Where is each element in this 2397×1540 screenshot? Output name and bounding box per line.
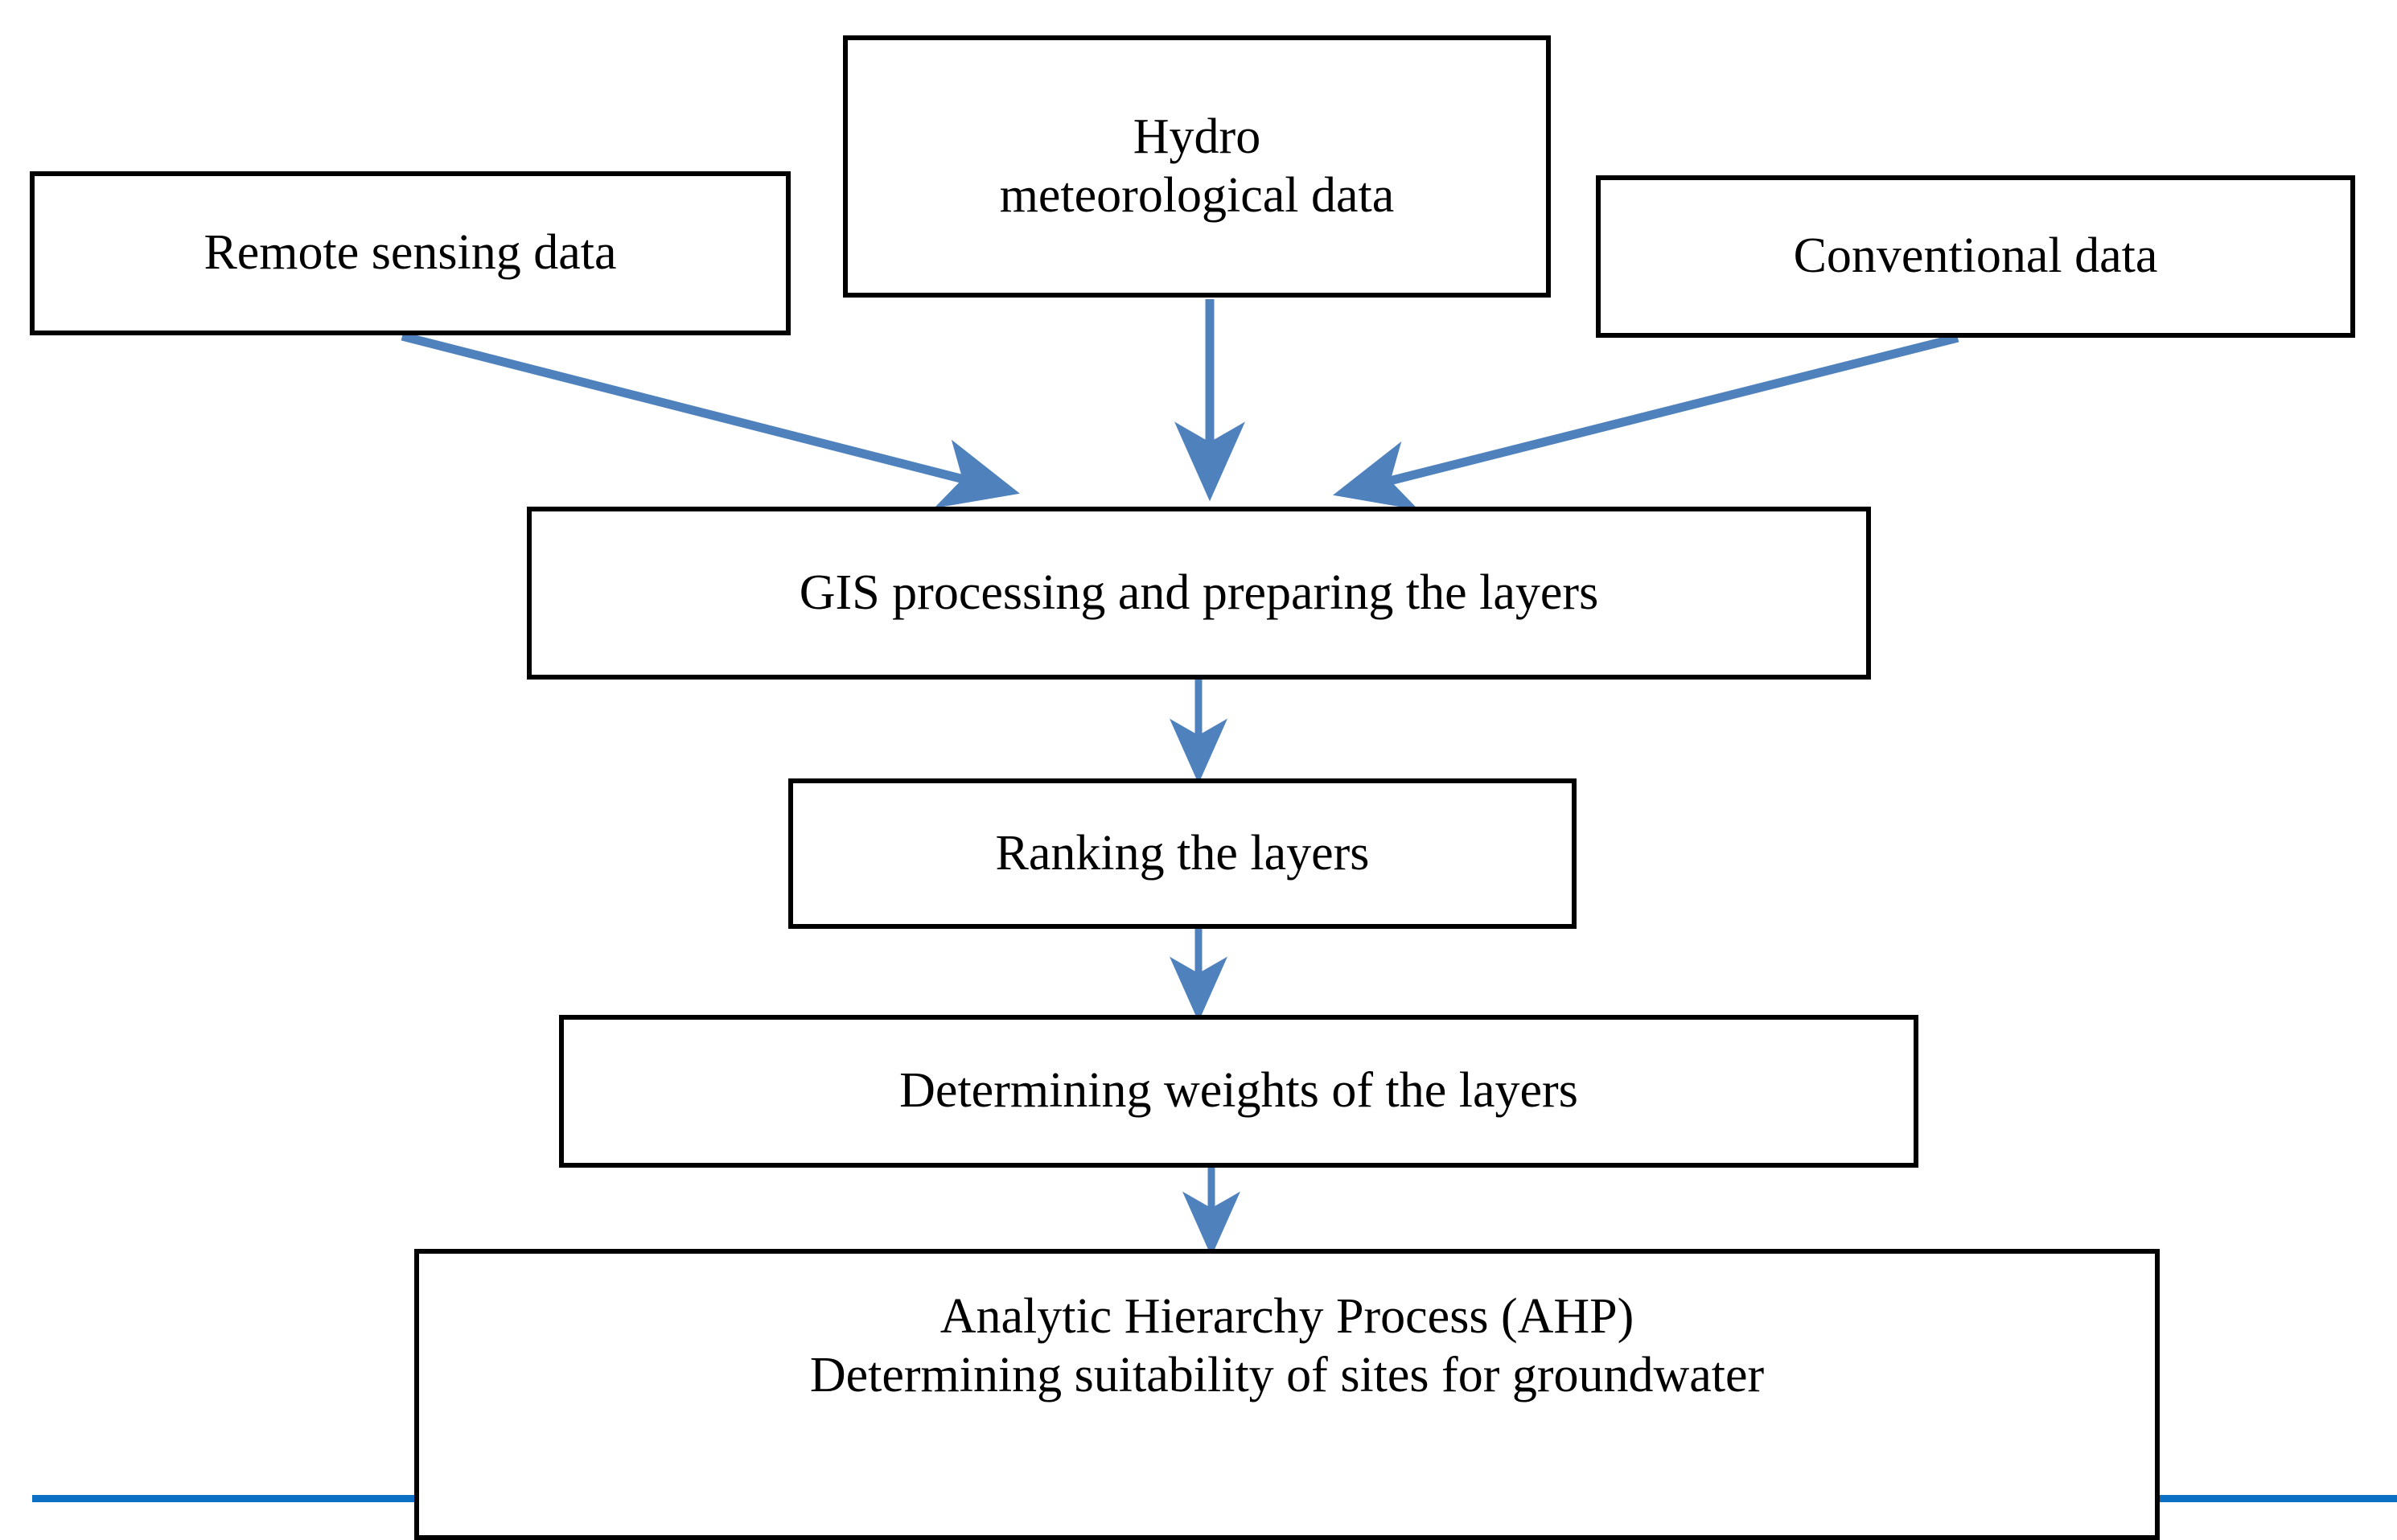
node-hydro-meteorological-data-label: Hydro meteorological data <box>999 109 1395 223</box>
edge-remote-to-gis <box>401 331 1020 508</box>
node-analytic-hierarchy-process[interactable]: Analytic Hierarchy Process (AHP) Determi… <box>414 1249 2160 1540</box>
node-conventional-data[interactable]: Conventional data <box>1596 175 2355 338</box>
edge-conv-to-gis <box>1333 333 1959 511</box>
node-determining-weights-label: Determining weights of the layers <box>899 1063 1578 1119</box>
node-remote-sensing-data[interactable]: Remote sensing data <box>30 171 791 335</box>
node-determining-weights[interactable]: Determining weights of the layers <box>559 1015 1918 1168</box>
bottom-rule-right <box>2156 1495 2397 1502</box>
node-gis-processing[interactable]: GIS processing and preparing the layers <box>527 507 1871 680</box>
bottom-rule-left <box>32 1495 418 1502</box>
node-ranking-the-layers-label: Ranking the layers <box>995 825 1370 881</box>
node-hydro-meteorological-data[interactable]: Hydro meteorological data <box>843 35 1551 298</box>
node-remote-sensing-data-label: Remote sensing data <box>204 225 617 281</box>
node-gis-processing-label: GIS processing and preparing the layers <box>799 565 1599 620</box>
node-conventional-data-label: Conventional data <box>1793 228 2158 284</box>
node-ranking-the-layers[interactable]: Ranking the layers <box>788 778 1577 929</box>
node-analytic-hierarchy-process-label: Analytic Hierarchy Process (AHP) Determi… <box>809 1289 1765 1403</box>
